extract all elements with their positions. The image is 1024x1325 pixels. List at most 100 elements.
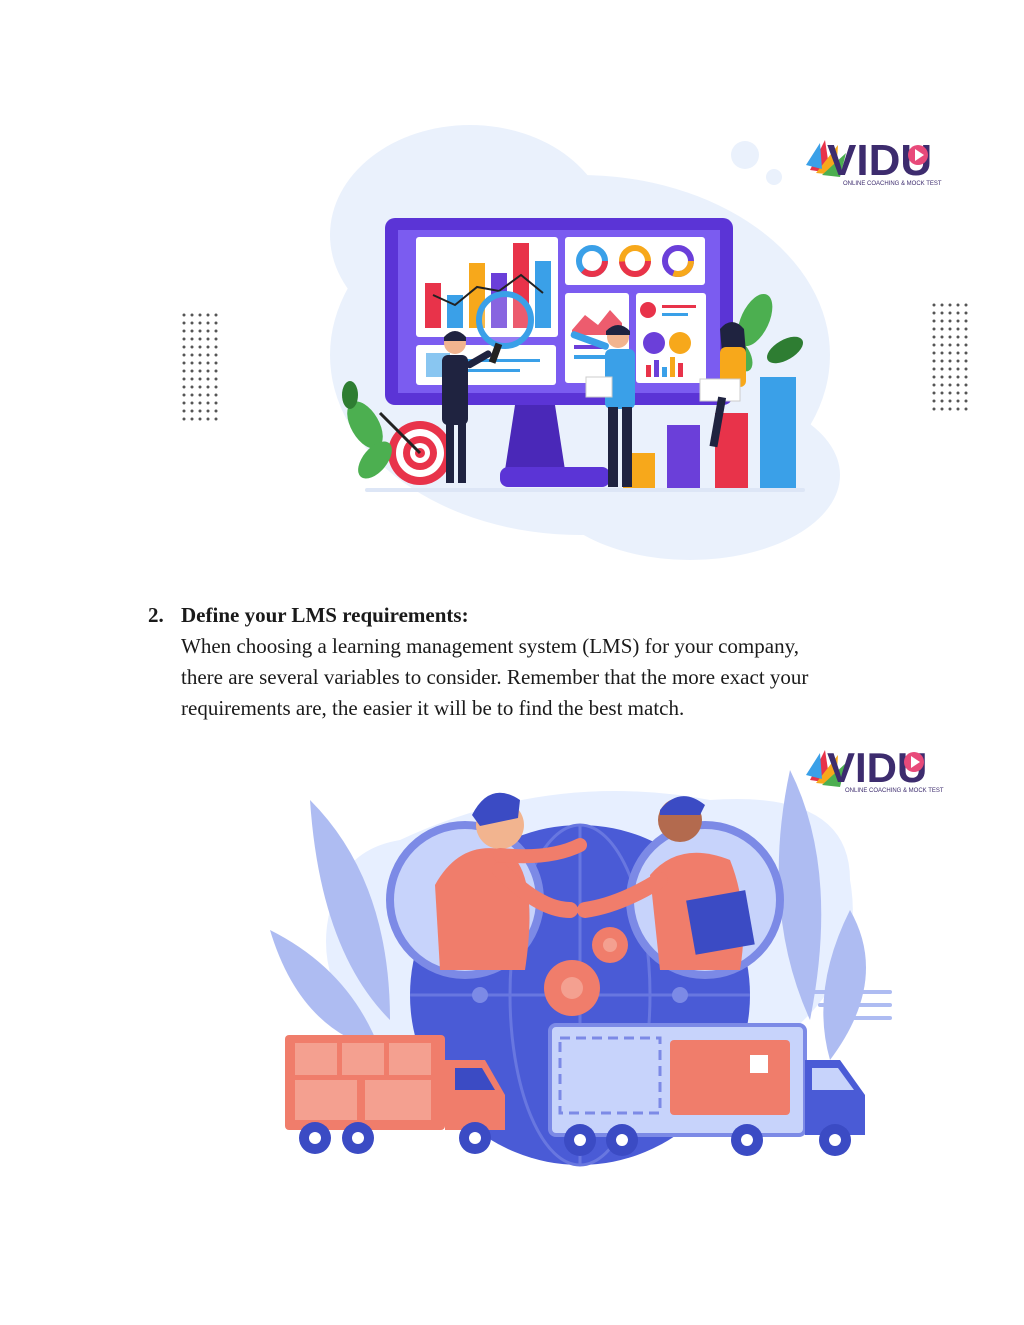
- dot: [198, 377, 202, 381]
- dot: [964, 335, 968, 339]
- dot: [190, 353, 194, 357]
- dot: [956, 351, 960, 355]
- dot: [206, 417, 210, 421]
- dot: [190, 345, 194, 349]
- svg-text:ONLINE COACHING & MOCK TEST: ONLINE COACHING & MOCK TEST: [843, 181, 942, 187]
- dot: [948, 407, 952, 411]
- dot: [190, 401, 194, 405]
- business-handshake-logistics-illustration: VIDU ONLINE COACHING & MOCK TEST: [270, 744, 944, 1167]
- dot: [940, 407, 944, 411]
- dot: [182, 329, 186, 333]
- speed-lines: [803, 990, 892, 1020]
- dot: [190, 369, 194, 373]
- dot: [948, 335, 952, 339]
- dot: [948, 383, 952, 387]
- plant-left: [342, 381, 392, 479]
- dot: [948, 399, 952, 403]
- dot: [956, 383, 960, 387]
- truck-right-icon: [548, 1023, 865, 1156]
- dot: [948, 391, 952, 395]
- dot: [948, 367, 952, 371]
- dot: [190, 393, 194, 397]
- dot: [956, 391, 960, 395]
- section-title: Define your LMS requirements:: [181, 603, 469, 627]
- dot: [190, 377, 194, 381]
- dot: [940, 335, 944, 339]
- dot: [182, 337, 186, 341]
- person-left: [435, 792, 587, 970]
- dot: [198, 417, 202, 421]
- dot: [948, 319, 952, 323]
- dot: [182, 353, 186, 357]
- dot: [182, 377, 186, 381]
- dot: [182, 345, 186, 349]
- person-presenter: [570, 325, 635, 487]
- dot: [198, 345, 202, 349]
- dot: [932, 399, 936, 403]
- dot: [940, 391, 944, 395]
- dot: [198, 385, 202, 389]
- dot: [932, 303, 936, 307]
- dot: [198, 329, 202, 333]
- dot: [940, 399, 944, 403]
- dot: [932, 319, 936, 323]
- dot: [182, 417, 186, 421]
- dot: [940, 303, 944, 307]
- target-icon: [378, 411, 452, 485]
- dot: [940, 311, 944, 315]
- dot: [948, 359, 952, 363]
- dot: [964, 367, 968, 371]
- body-line: When choosing a learning management syst…: [181, 634, 799, 658]
- dot: [190, 409, 194, 413]
- leaves: [270, 770, 866, 1060]
- dot: [932, 311, 936, 315]
- dot: [190, 361, 194, 365]
- dot: [206, 409, 210, 413]
- dot: [182, 313, 186, 317]
- dot: [932, 383, 936, 387]
- dot: [932, 407, 936, 411]
- dot: [214, 353, 218, 357]
- dot: [198, 369, 202, 373]
- dot: [932, 327, 936, 331]
- person-right: [577, 796, 755, 970]
- dot: [206, 321, 210, 325]
- dot: [182, 409, 186, 413]
- dot: [940, 319, 944, 323]
- dot: [940, 359, 944, 363]
- dot: [190, 321, 194, 325]
- dot: [182, 393, 186, 397]
- truck-left-icon: [285, 1035, 505, 1154]
- dot: [198, 401, 202, 405]
- dot: [956, 319, 960, 323]
- dot: [932, 359, 936, 363]
- dot: [932, 343, 936, 347]
- dot: [956, 343, 960, 347]
- section-body: When choosing a learning management syst…: [181, 631, 928, 724]
- dot: [940, 375, 944, 379]
- dot: [206, 337, 210, 341]
- dot: [940, 351, 944, 355]
- body-line: requirements are, the easier it will be …: [181, 696, 685, 720]
- dot-grid-left: [182, 313, 218, 421]
- dot: [206, 329, 210, 333]
- dot: [214, 337, 218, 341]
- dot: [214, 361, 218, 365]
- dot: [964, 327, 968, 331]
- dot: [214, 417, 218, 421]
- dot: [206, 377, 210, 381]
- dot: [932, 351, 936, 355]
- dot: [956, 407, 960, 411]
- dot: [948, 311, 952, 315]
- dot: [198, 337, 202, 341]
- dot: [948, 327, 952, 331]
- dot: [964, 351, 968, 355]
- body-line: there are several variables to consider.…: [181, 665, 809, 689]
- dot: [214, 329, 218, 333]
- dot: [214, 321, 218, 325]
- dot: [948, 375, 952, 379]
- dot: [214, 385, 218, 389]
- analytics-dashboard-illustration: VIDU ONLINE COACHING & MOCK TEST: [182, 125, 968, 560]
- dot: [964, 407, 968, 411]
- dot: [948, 351, 952, 355]
